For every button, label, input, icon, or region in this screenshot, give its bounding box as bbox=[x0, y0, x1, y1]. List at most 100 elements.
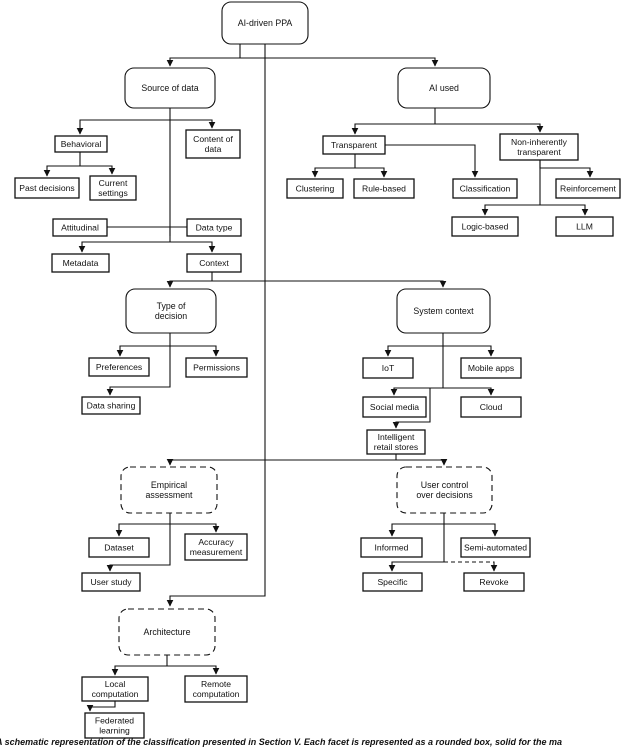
connector-line bbox=[239, 44, 439, 67]
node-box bbox=[88, 537, 150, 558]
connector-line bbox=[170, 241, 216, 253]
node-userstudy: User study bbox=[81, 572, 141, 592]
node-label: Transparent bbox=[331, 140, 378, 150]
node-box bbox=[362, 357, 414, 379]
connector-line bbox=[444, 561, 498, 572]
node-box bbox=[89, 175, 137, 201]
node-mobile: Mobile apps bbox=[460, 357, 522, 379]
node-datasharing: Data sharing bbox=[81, 396, 141, 415]
node-label: Accuracy bbox=[198, 537, 234, 547]
connector-line bbox=[111, 655, 168, 676]
node-box bbox=[81, 676, 149, 702]
node-label: Metadata bbox=[63, 258, 99, 268]
connector-line bbox=[390, 333, 444, 396]
node-box bbox=[14, 177, 80, 199]
node-label: Past decisions bbox=[19, 183, 74, 193]
figure-caption: A schematic representation of the classi… bbox=[0, 737, 562, 747]
node-label: User study bbox=[90, 577, 132, 587]
node-label: Remote bbox=[201, 679, 231, 689]
node-label: Type of bbox=[157, 301, 186, 311]
node-label: Intelligent bbox=[378, 432, 415, 442]
node-box bbox=[451, 216, 519, 237]
connector-line bbox=[170, 119, 216, 129]
node-label: Social media bbox=[370, 402, 419, 412]
connector-line bbox=[170, 345, 220, 357]
node-label: Classification bbox=[460, 184, 511, 194]
node-box bbox=[81, 396, 141, 415]
connector-line bbox=[435, 123, 544, 133]
node-box bbox=[362, 572, 423, 592]
node-label: Content of bbox=[193, 134, 233, 144]
node-label: Dataset bbox=[104, 543, 134, 553]
node-label: Context bbox=[199, 258, 229, 268]
connector-line bbox=[106, 333, 171, 396]
connector-line bbox=[166, 44, 266, 607]
node-label: User control bbox=[421, 480, 468, 490]
connector-line bbox=[311, 154, 356, 178]
connector-line bbox=[388, 513, 445, 572]
connector-line bbox=[540, 204, 589, 216]
node-label: Non-inherently bbox=[511, 137, 568, 147]
node-ai: AI used bbox=[397, 67, 491, 109]
node-label: data bbox=[205, 144, 222, 154]
node-root: AI-driven PPA bbox=[221, 1, 309, 45]
node-label: measurement bbox=[190, 547, 243, 557]
connector-line bbox=[385, 144, 479, 178]
node-box bbox=[84, 712, 145, 739]
node-label: retail stores bbox=[374, 442, 418, 452]
node-clustering: Clustering bbox=[286, 178, 344, 199]
node-label: over decisions bbox=[416, 490, 473, 500]
node-box bbox=[396, 288, 491, 334]
connector-line bbox=[443, 345, 495, 357]
connector-line bbox=[166, 272, 213, 288]
node-box bbox=[499, 133, 579, 161]
node-box bbox=[366, 429, 426, 455]
node-box bbox=[460, 396, 522, 418]
node-box bbox=[322, 135, 386, 155]
node-label: Data sharing bbox=[87, 401, 136, 411]
node-label: settings bbox=[98, 188, 128, 198]
node-label: computation bbox=[92, 689, 139, 699]
node-revoke: Revoke bbox=[463, 572, 525, 592]
node-context: Context bbox=[186, 253, 242, 273]
node-box bbox=[185, 129, 241, 159]
node-label: Empirical bbox=[151, 480, 187, 490]
node-box bbox=[184, 533, 248, 561]
connector-line bbox=[43, 152, 81, 177]
node-label: AI used bbox=[429, 83, 459, 93]
node-classification: Classification bbox=[452, 178, 518, 199]
node-rule: Rule-based bbox=[353, 178, 415, 199]
node-social: Social media bbox=[362, 396, 427, 418]
node-label: Permissions bbox=[193, 363, 240, 373]
connector-line bbox=[351, 108, 436, 135]
node-label: Current bbox=[99, 178, 128, 188]
node-box bbox=[360, 537, 423, 558]
connector-line bbox=[170, 523, 220, 533]
node-label: Behavioral bbox=[61, 139, 102, 149]
connector-line bbox=[166, 454, 397, 466]
node-box bbox=[463, 572, 525, 592]
connector-line bbox=[212, 280, 447, 288]
node-label: Local bbox=[105, 679, 126, 689]
node-box bbox=[353, 178, 415, 199]
connector-line bbox=[384, 345, 443, 357]
node-informed: Informed bbox=[360, 537, 423, 558]
node-llm: LLM bbox=[555, 216, 614, 237]
node-box bbox=[186, 253, 242, 273]
connector-line bbox=[80, 165, 116, 175]
node-permissions: Permissions bbox=[185, 357, 248, 378]
node-datatype: Data type bbox=[186, 218, 242, 237]
connector-line bbox=[396, 459, 448, 466]
node-label: IoT bbox=[382, 363, 395, 373]
connector-line bbox=[167, 665, 220, 675]
node-box bbox=[124, 67, 216, 109]
node-box bbox=[54, 135, 108, 153]
